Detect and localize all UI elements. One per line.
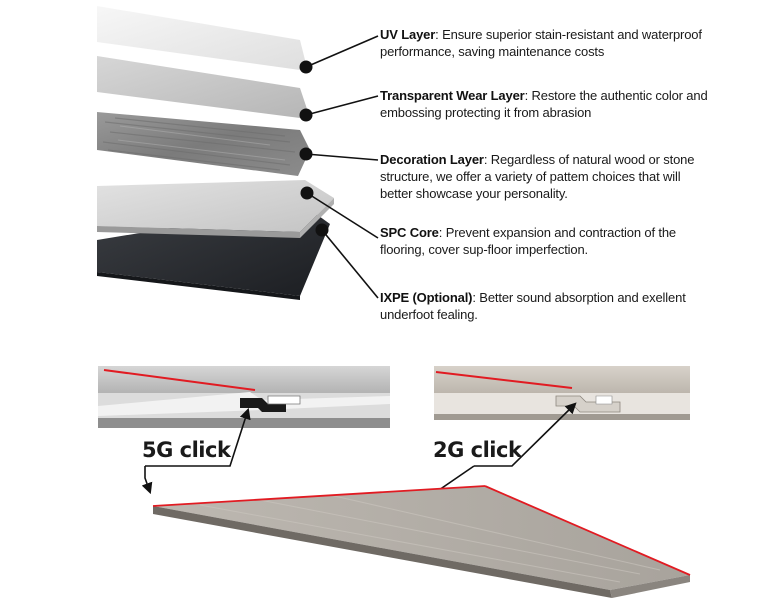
click-2g-section	[434, 366, 690, 420]
label-2g-click: 2G click	[433, 438, 522, 462]
label-uv-layer-desc: : Ensure superior stain-resistant and wa…	[380, 27, 702, 59]
long-plank	[152, 485, 691, 598]
accent-red-plank	[152, 485, 486, 507]
label-uv-layer-name: UV Layer	[380, 27, 436, 42]
dot-ixpe	[315, 223, 329, 237]
click-5g-section	[98, 366, 390, 428]
label-spc-core-desc: : Prevent expansion and contraction of t…	[380, 225, 677, 257]
dot-uv	[299, 60, 313, 74]
label-ixpe-desc: : Better sound absorption and exellent u…	[380, 290, 686, 322]
leader-line-wear	[305, 95, 379, 116]
callout-5g	[145, 407, 251, 467]
label-5g-click: 5G click	[142, 438, 231, 462]
layer-stack	[97, 6, 334, 300]
leader-dots	[299, 60, 329, 237]
accent-red-plank-end	[484, 485, 691, 576]
label-wear-layer-desc: : Restore the authentic color and emboss…	[380, 88, 708, 120]
leader-line-ixpe	[321, 229, 379, 299]
label-spc-core: SPC Core: Prevent expansion and contract…	[380, 224, 710, 258]
dot-wear	[299, 108, 313, 122]
callout-5g-down	[141, 466, 153, 495]
label-ixpe-name: IXPE (Optional)	[380, 290, 473, 305]
decoration-layer-shape	[97, 112, 310, 176]
accent-red-5g	[103, 369, 256, 391]
wear-layer-shape	[97, 56, 308, 118]
label-spc-core-name: SPC Core	[380, 225, 439, 240]
label-decoration-layer: Decoration Layer: Regardless of natural …	[380, 151, 710, 202]
label-ixpe: IXPE (Optional): Better sound absorption…	[380, 289, 710, 323]
leader-lines	[305, 35, 379, 299]
dot-decoration	[299, 147, 313, 161]
accent-red-2g	[435, 371, 573, 389]
leader-line-uv	[305, 35, 379, 68]
leader-line-decoration	[305, 153, 379, 161]
label-decoration-layer-name: Decoration Layer	[380, 152, 484, 167]
label-wear-layer-name: Transparent Wear Layer	[380, 88, 525, 103]
leader-line-spc	[306, 192, 379, 239]
callout-2g	[474, 402, 577, 467]
dot-spc	[300, 186, 314, 200]
uv-layer-shape	[97, 6, 306, 70]
spc-core-shape	[97, 180, 334, 238]
label-wear-layer: Transparent Wear Layer: Restore the auth…	[380, 87, 710, 121]
label-decoration-layer-desc: : Regardless of natural wood or stone st…	[380, 152, 695, 201]
label-uv-layer: UV Layer: Ensure superior stain-resistan…	[380, 26, 710, 60]
